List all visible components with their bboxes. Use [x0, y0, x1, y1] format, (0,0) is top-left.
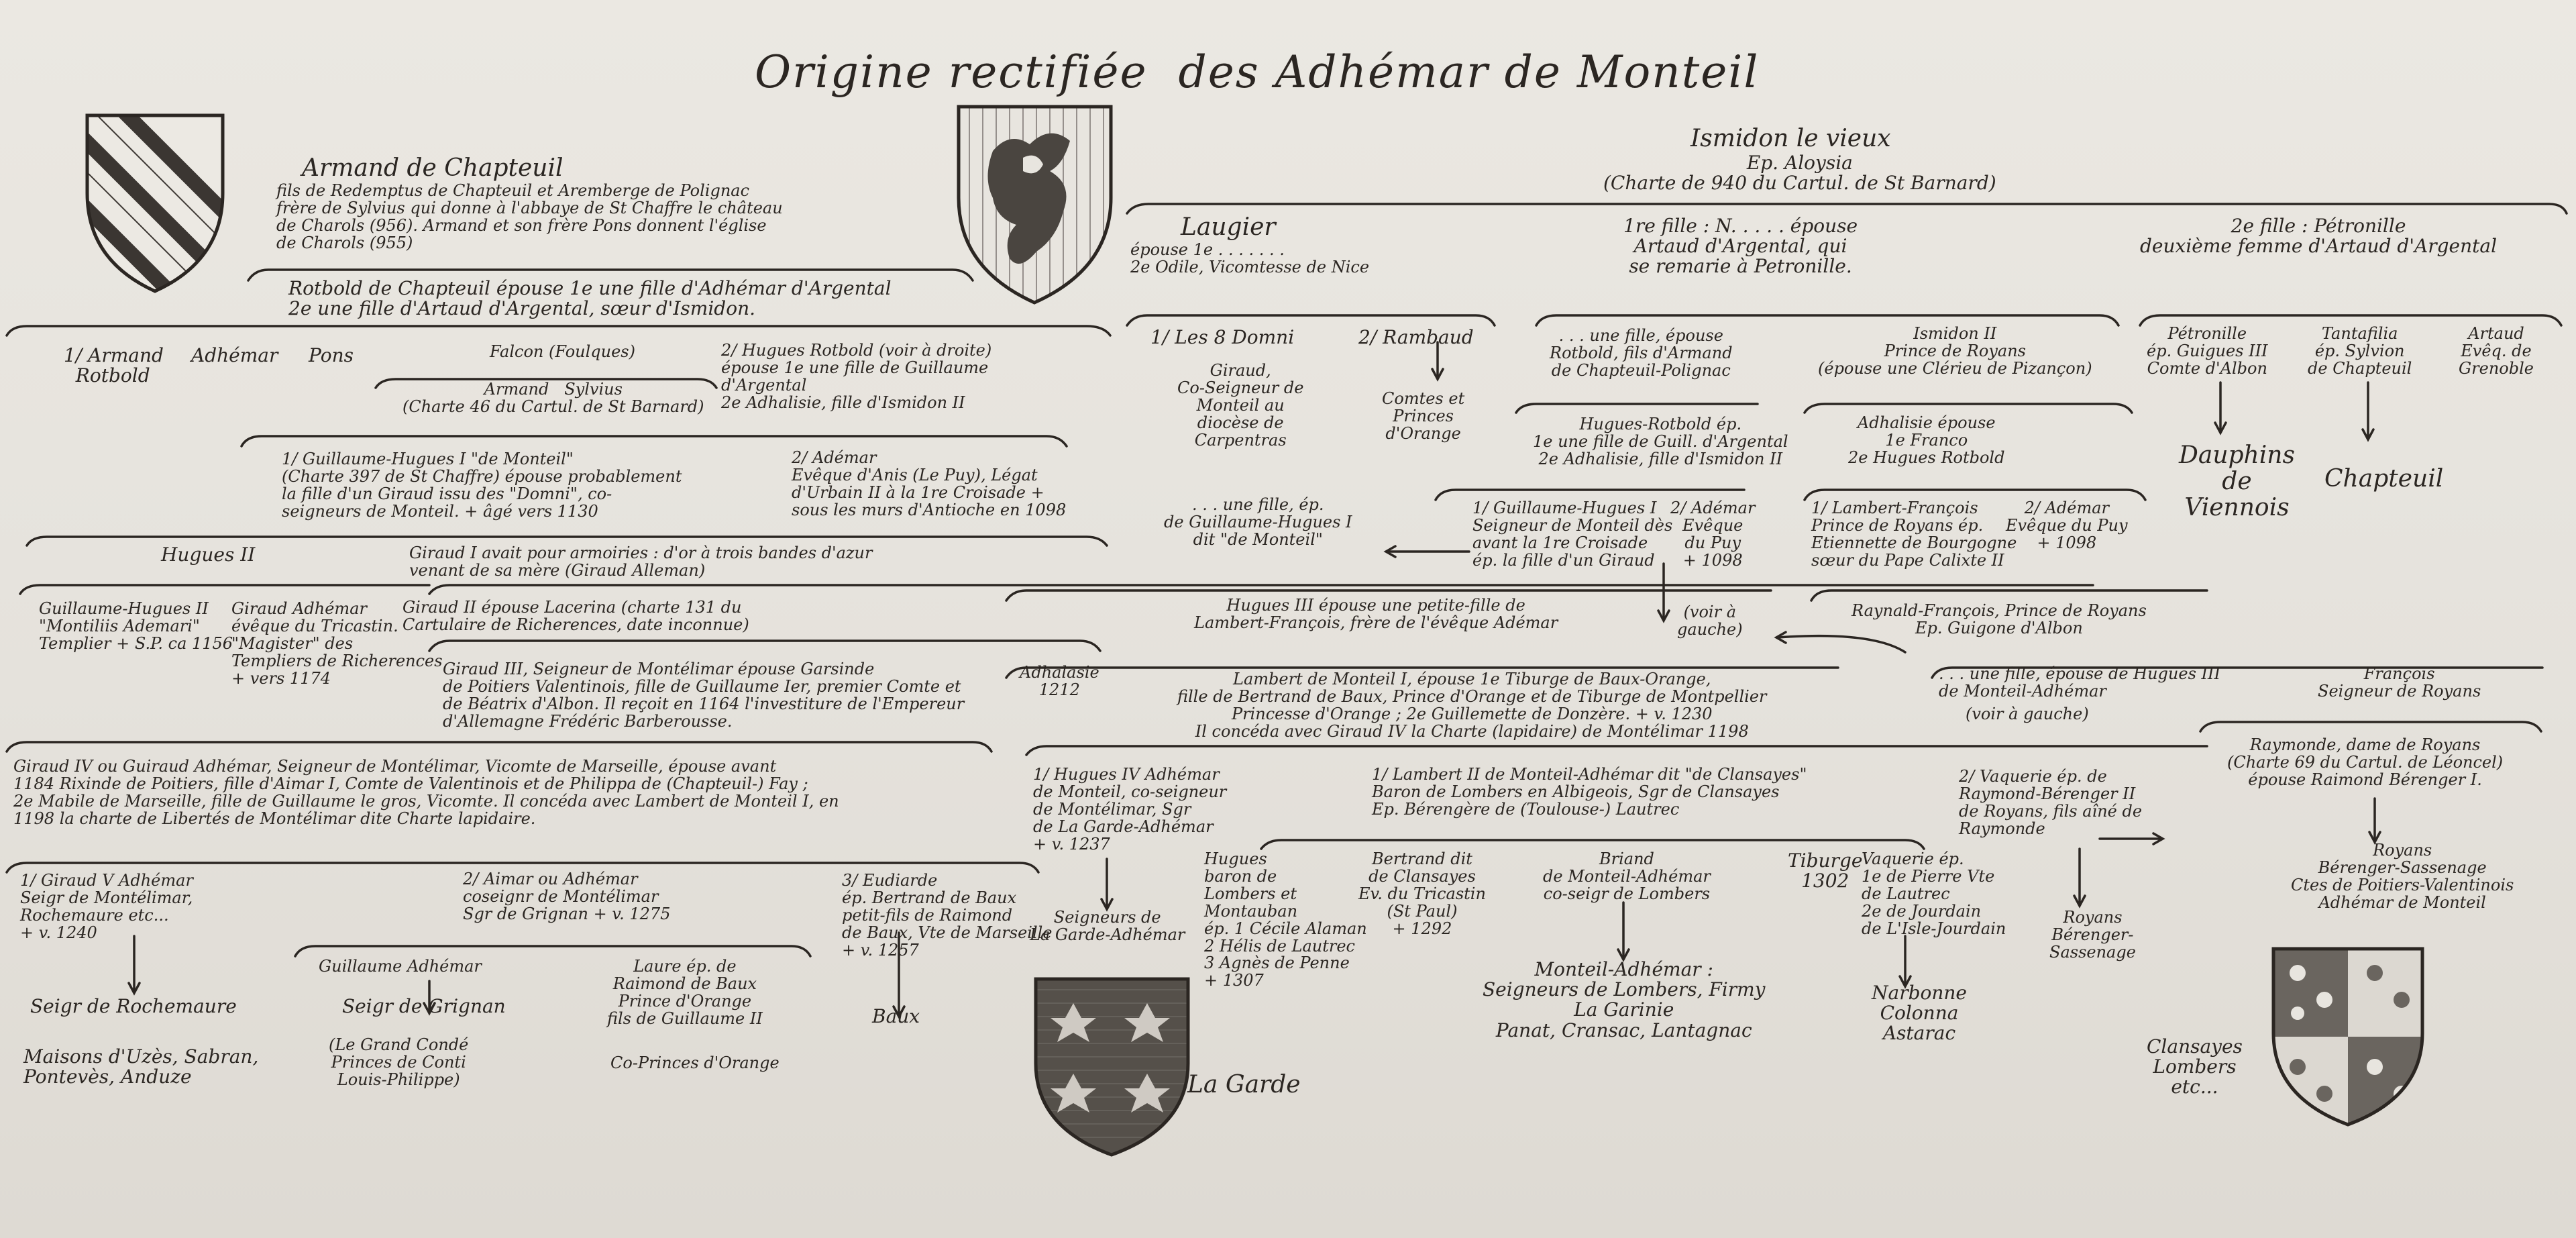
- royans-sassenage-node: Royans Bérenger- Sassenage: [2049, 908, 2136, 962]
- fille1-node: 1re fille : N. . . . . épouse Artaud d'A…: [1623, 215, 1858, 278]
- rochemaure-node: Seigr de Rochemaure: [30, 995, 237, 1017]
- lambert-francois-node: 1/ Lambert-François Prince de Royans ép.…: [1811, 499, 2017, 570]
- lambert1-node: Lambert de Monteil I, épouse 1e Tiburge …: [1177, 670, 1767, 741]
- guillaume-hugues-right-node: 1/ Guillaume-Hugues I Seigneur de Montei…: [1472, 499, 1673, 570]
- vaquerie-node: 2/ Vaquerie ép. de Raymond-Bérenger II d…: [1959, 767, 2143, 838]
- domni-node: 1/ Les 8 Domni: [1150, 326, 1295, 348]
- armand-rotbold-node: 1/ Armand Rotbold: [64, 344, 164, 387]
- tantafilia-node: Tantafilia ép. Sylvion de Chapteuil: [2308, 324, 2412, 378]
- royans-berenger-node: Royans Bérenger-Sassenage Ctes de Poitie…: [2291, 841, 2514, 912]
- armand-sylvius-node: Armand Sylvius (Charte 46 du Cartul. de …: [402, 380, 704, 416]
- hugues-baron-node: Hugues baron de Lombers et Montauban ép.…: [1204, 849, 1367, 990]
- conde-node: (Le Grand Condé Princes de Conti Louis-P…: [329, 1035, 469, 1089]
- vaquerie2-node: Vaquerie ép. 1e de Pierre Vte de Lautrec…: [1862, 849, 2006, 938]
- comtes-orange-node: Comtes et Princes d'Orange: [1382, 389, 1465, 443]
- fille2-node: 2e fille : Pétronille deuxième femme d'A…: [2140, 215, 2498, 258]
- une-fille-h3-node: . . . une fille, épouse de Hugues III de…: [1939, 664, 2220, 701]
- monteil-adhemar-node: Monteil-Adhémar : Seigneurs de Lombers, …: [1483, 958, 1766, 1041]
- briand-node: Briand de Monteil-Adhémar co-seigr de Lo…: [1543, 849, 1711, 903]
- giraud5-node: 1/ Giraud V Adhémar Seigr de Montélimar,…: [20, 871, 193, 942]
- lambert2-node: 1/ Lambert II de Monteil-Adhémar dit "de…: [1372, 765, 1807, 819]
- rotbold-node: Rotbold de Chapteuil épouse 1e une fille…: [288, 277, 892, 320]
- petronille-node: Pétronille ép. Guigues III Comte d'Albon: [2147, 324, 2268, 378]
- baux-node: Baux: [872, 1005, 920, 1027]
- laure-node: Laure ép. de Raimond de Baux Prince d'Or…: [607, 957, 763, 1028]
- hugues3-node: Hugues III épouse une petite-fille de La…: [1194, 596, 1558, 632]
- voir-gauche-node: (voir à gauche): [1677, 603, 1743, 639]
- artaud-node: Artaud Evêq. de Grenoble: [2459, 324, 2534, 378]
- voir-gauche2-node: (voir à gauche): [1966, 705, 2089, 723]
- guillaume-adhemar-node: Guillaume Adhémar: [319, 957, 482, 976]
- giraud-coseigneur-node: Giraud, Co-Seigneur de Monteil au diocès…: [1177, 361, 1304, 450]
- clansayes-label: Clansayes Lombers etc...: [2147, 1035, 2243, 1098]
- une-fille-gh-node: . . . une fille, ép. de Guillaume-Hugues…: [1164, 495, 1352, 549]
- la-garde-label: La Garde: [1187, 1071, 1301, 1098]
- seigneurs-garde-node: Seigneurs de La Garde-Adhémar: [1030, 908, 1185, 944]
- hugues-rotbold-right-node: Hugues-Rotbold ép. 1e une fille de Guill…: [1533, 415, 1788, 468]
- narbonne-node: Narbonne Colonna Astarac: [1872, 982, 1967, 1045]
- giraud1-node: Giraud I avait pour armoiries : d'or à t…: [409, 544, 873, 580]
- adhalasie-node: Adhalasie 1212: [1020, 663, 1099, 699]
- hugues-rotbold-node: 2/ Hugues Rotbold (voir à droite) épouse…: [721, 341, 992, 412]
- hugues4-node: 1/ Hugues IV Adhémar de Monteil, co-seig…: [1033, 765, 1227, 854]
- guillaume-hugues-node: 1/ Guillaume-Hugues I "de Monteil" (Char…: [282, 450, 682, 521]
- dauphins-node: Dauphins de Viennois: [2179, 442, 2295, 521]
- armand-desc: fils de Redemptus de Chapteuil et Arembe…: [276, 181, 783, 252]
- ademar-puy-node: 2/ Adémar Evêque d'Anis (Le Puy), Légat …: [792, 448, 1067, 519]
- maisons-node: Maisons d'Uzès, Sabran, Pontevès, Anduze: [23, 1045, 259, 1088]
- giraud-adhemar-tricastin-node: Giraud Adhémar évêque du Tricastin. "Mag…: [231, 599, 443, 688]
- francois-node: François Seigneur de Royans: [2318, 664, 2481, 701]
- giraud4-node: Giraud IV ou Guiraud Adhémar, Seigneur d…: [13, 757, 839, 828]
- clansayes-shield-icon: [2271, 946, 2425, 1130]
- une-fille-rotbold-node: . . . une fille, épouse Rotbold, fils d'…: [1550, 326, 1733, 380]
- la-garde-shield-icon: [1033, 976, 1191, 1160]
- raynald-node: Raynald-François, Prince de Royans Ep. G…: [1851, 601, 2147, 637]
- adhemar-node: Adhémar: [191, 344, 278, 366]
- ismidon-node: Ismidon le vieux: [1690, 125, 1891, 152]
- laugier-desc: épouse 1e . . . . . . . 2e Odile, Vicomt…: [1130, 240, 1370, 276]
- falcon-node: Falcon (Foulques): [490, 342, 635, 361]
- laugier-node: Laugier: [1181, 213, 1276, 241]
- armand-name: Armand de Chapteuil: [302, 154, 564, 182]
- co-princes-node: Co-Princes d'Orange: [610, 1053, 780, 1072]
- ismidon-ep: Ep. Aloysia (Charte de 940 du Cartul. de…: [1603, 152, 1996, 195]
- diagram-title: Origine rectifiée des Adhémar de Monteil: [755, 46, 1760, 98]
- raymonde-node: Raymonde, dame de Royans (Charte 69 du C…: [2227, 735, 2504, 789]
- grignan-node: Seigr de Grignan: [342, 995, 506, 1017]
- rambaud-node: 2/ Rambaud: [1358, 326, 1474, 348]
- ismidon2-node: Ismidon II Prince de Royans (épouse une …: [1818, 324, 2092, 378]
- pons-node: Pons: [309, 344, 354, 366]
- chapteuil-node: Chapteuil: [2324, 465, 2444, 493]
- bertrand-node: Bertrand dit de Clansayes Ev. du Tricast…: [1358, 849, 1486, 938]
- hugues2-node: Hugues II: [161, 544, 256, 566]
- eudiarde-node: 3/ Eudiarde ép. Bertrand de Baux petit-f…: [842, 871, 1053, 960]
- eagle-shield-icon: [956, 104, 1114, 308]
- giraud3-node: Giraud III, Seigneur de Montélimar épous…: [443, 660, 965, 731]
- chapteuil-shield-icon: [85, 113, 225, 297]
- adhalisie-node: Adhalisie épouse 1e Franco 2e Hugues Rot…: [1848, 413, 2005, 467]
- aimar-node: 2/ Aimar ou Adhémar coseignr de Montélim…: [463, 870, 671, 923]
- ademar-right2-node: 2/ Adémar Evêque du Puy + 1098: [2006, 499, 2128, 552]
- ademar-right-node: 2/ Adémar Evêque du Puy + 1098: [1670, 499, 1756, 570]
- giraud2-node: Giraud II épouse Lacerina (charte 131 du…: [402, 598, 749, 634]
- tiburge-node: Tiburge 1302: [1788, 849, 1863, 892]
- guillaume-hugues2-node: Guillaume-Hugues II "Montiliis Ademari" …: [39, 599, 233, 653]
